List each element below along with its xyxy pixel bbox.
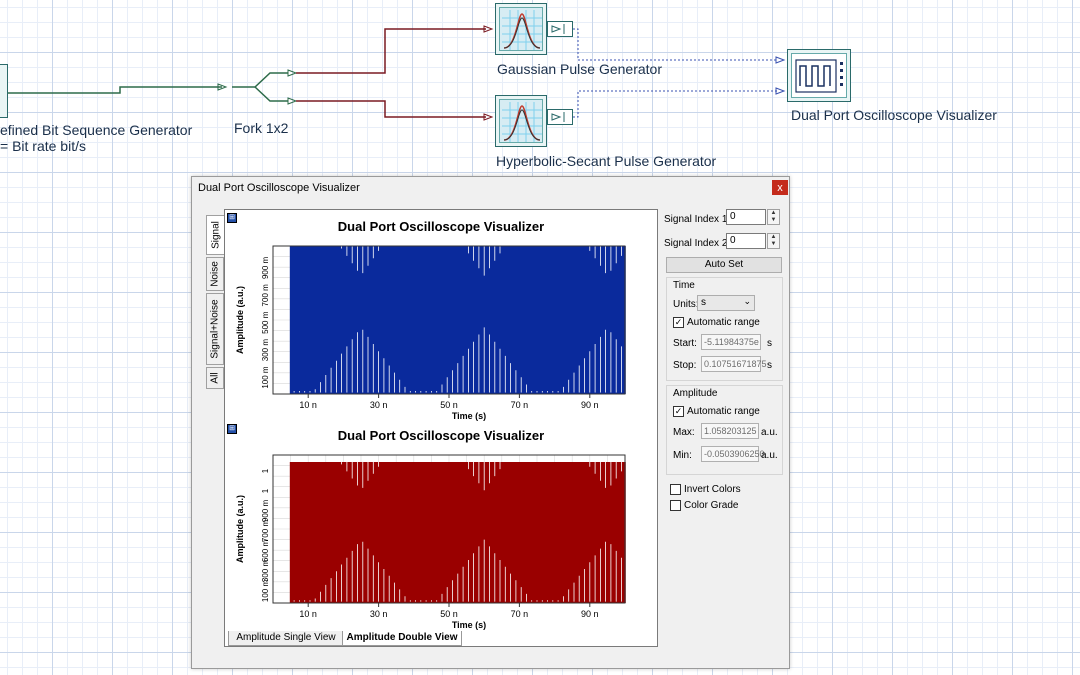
signal-index-2-input[interactable]: 0 [726,233,766,249]
start-field[interactable]: -5.11984375e [701,334,761,350]
fork-label: Fork 1x2 [234,120,289,136]
start-unit: s [767,338,772,349]
plot-menu-icon[interactable]: ⊞ [227,213,237,223]
x-axis-label: Time (s) [452,411,486,421]
dual-port-oscilloscope-block[interactable] [787,49,851,102]
units-select[interactable]: s⌄ [697,295,755,311]
x-tick-label: 30 n [370,400,388,410]
color-grade-label: Color Grade [684,500,739,511]
x-tick-label: 90 n [581,400,599,410]
time-group: Time Units: s⌄ ✓ Automatic range Start: … [666,277,783,381]
x-tick-label: 90 n [581,609,599,619]
max-field[interactable]: 1.058203125 [701,423,759,439]
signal-index-2-spinner[interactable]: ▲▼ [767,233,780,249]
plot-title-2: Dual Port Oscilloscope Visualizer [337,428,545,443]
y-tick-label: 300 m [261,339,270,362]
pulse-icon [502,102,542,142]
invert-colors-label: Invert Colors [684,484,741,495]
amplitude-group: Amplitude ✓ Automatic range Max: 1.05820… [666,385,783,475]
tab-all[interactable]: All [206,367,224,389]
oscilloscope-dialog: Dual Port Oscilloscope Visualizer x Sign… [191,176,790,669]
y-tick-label: 100 m [261,580,270,603]
tab-amplitude-single-view[interactable]: Amplitude Single View [228,631,344,646]
min-field[interactable]: -0.0503906250 [701,446,765,462]
time-group-label: Time [673,280,695,291]
chevron-down-icon: ⌄ [743,296,751,306]
x-tick-label: 70 n [511,609,529,619]
plot-menu-icon[interactable]: ⊞ [227,424,237,434]
y-tick-label: 900 m [261,256,270,279]
y-axis-label: Amplitude (a.u.) [235,286,245,354]
time-automatic-range-label: Automatic range [687,317,760,328]
signal-envelope [293,462,622,602]
tab-signal[interactable]: Signal [206,215,224,255]
x-tick-label: 30 n [370,609,388,619]
max-label: Max: [673,427,695,438]
plot-panel: ⊞ Dual Port Oscilloscope Visualizer 10 n… [224,209,658,647]
signal-envelope [293,246,622,393]
max-unit: a.u. [761,427,778,438]
tab-amplitude-double-view[interactable]: Amplitude Double View [342,631,462,646]
oscilloscope-label: Dual Port Oscilloscope Visualizer [791,107,997,123]
signal-index-1-spinner[interactable]: ▲▼ [767,209,780,225]
start-label: Start: [673,338,697,349]
invert-colors-checkbox[interactable] [670,484,681,495]
arrow-right-icon [551,112,565,122]
color-grade-checkbox[interactable] [670,500,681,511]
amplitude-group-label: Amplitude [673,388,718,399]
signal-trace [289,462,626,603]
amplitude-automatic-range-label: Automatic range [687,406,760,417]
bit-sequence-generator-label: efined Bit Sequence Generator [0,122,193,138]
hyperbolic-secant-pulse-generator-label: Hyperbolic-Secant Pulse Generator [496,153,717,169]
min-label: Min: [673,450,692,461]
arrow-right-icon [551,24,565,34]
pulse-icon [502,10,542,50]
y-tick-label: 700 m [261,520,270,543]
signal-index-1-label: Signal Index 1: [664,214,731,225]
oscilloscope-icon [795,59,843,93]
sech-output-port[interactable] [547,109,573,125]
stop-unit: s [767,360,772,371]
y-tick-label: 700 m [261,284,270,307]
plot-title-1: Dual Port Oscilloscope Visualizer [337,219,545,234]
x-tick-label: 10 n [299,609,317,619]
gaussian-pulse-generator-block[interactable] [495,3,547,55]
hyperbolic-secant-pulse-generator-block[interactable] [495,95,547,147]
bit-sequence-generator-block[interactable] [0,64,8,118]
signal-trace [289,246,626,394]
bit-rate-label: = Bit rate bit/s [0,138,86,154]
oscilloscope-plot-1[interactable]: 10 n 30 n 50 n 70 n 90 n Time (s) 100 m 300 m 50… [225,234,657,430]
tab-noise[interactable]: Noise [206,257,224,291]
y-tick-label: 1 [261,488,270,493]
y-tick-label: 300 m [261,560,270,583]
time-automatic-range-checkbox[interactable]: ✓ [673,317,684,328]
signal-index-1-input[interactable]: 0 [726,209,766,225]
units-label: Units: [673,299,699,310]
x-axis-label: Time (s) [452,620,486,630]
y-axis-label: Amplitude (a.u.) [235,495,245,563]
schematic-wires [0,25,786,121]
y-tick-label: 100 m [261,366,270,389]
gaussian-pulse-generator-label: Gaussian Pulse Generator [497,61,662,77]
stop-field[interactable]: 0.10751671875 [701,356,767,372]
amplitude-automatic-range-checkbox[interactable]: ✓ [673,406,684,417]
signal-index-2-label: Signal Index 2: [664,238,731,249]
x-tick-label: 50 n [440,400,458,410]
auto-set-button[interactable]: Auto Set [666,257,782,273]
y-tick-label: 900 m [261,500,270,523]
y-tick-label: 500 m [261,311,270,334]
x-tick-label: 50 n [440,609,458,619]
close-button[interactable]: x [772,180,788,195]
x-tick-label: 10 n [299,400,317,410]
tab-signal-noise[interactable]: Signal+Noise [206,293,224,365]
x-tick-label: 70 n [511,400,529,410]
y-tick-label: 600 m [261,540,270,563]
dialog-title: Dual Port Oscilloscope Visualizer [198,182,360,194]
min-unit: a.u. [761,450,778,461]
y-tick-label: 1 [261,468,270,473]
stop-label: Stop: [673,360,697,371]
gaussian-output-port[interactable] [547,21,573,37]
